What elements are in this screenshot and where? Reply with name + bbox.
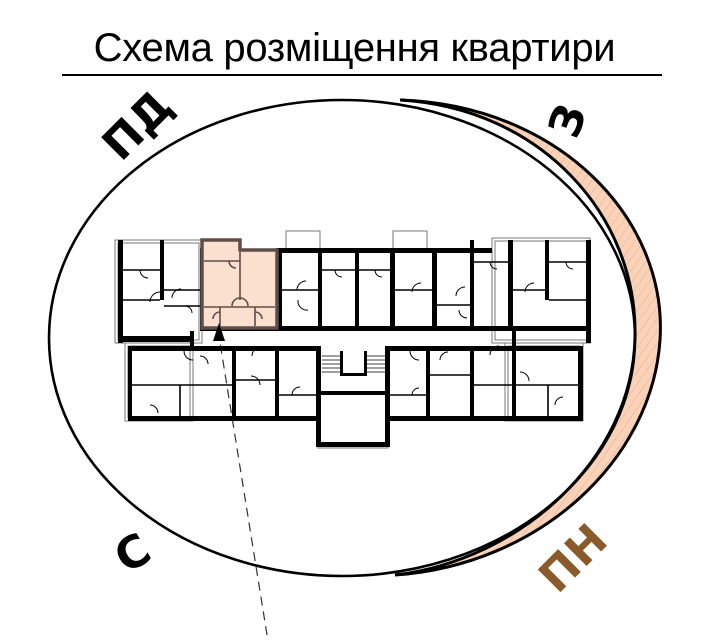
selected-apartment[interactable] (200, 238, 279, 330)
page-title: Схема розміщення квартири (93, 26, 616, 70)
view-direction-line (217, 329, 269, 641)
entrance-arrow (213, 323, 225, 341)
sun-path-arc (394, 98, 662, 577)
orientation-ellipse (47, 98, 637, 578)
floor-plan (114, 230, 591, 449)
title-underline (62, 74, 662, 76)
